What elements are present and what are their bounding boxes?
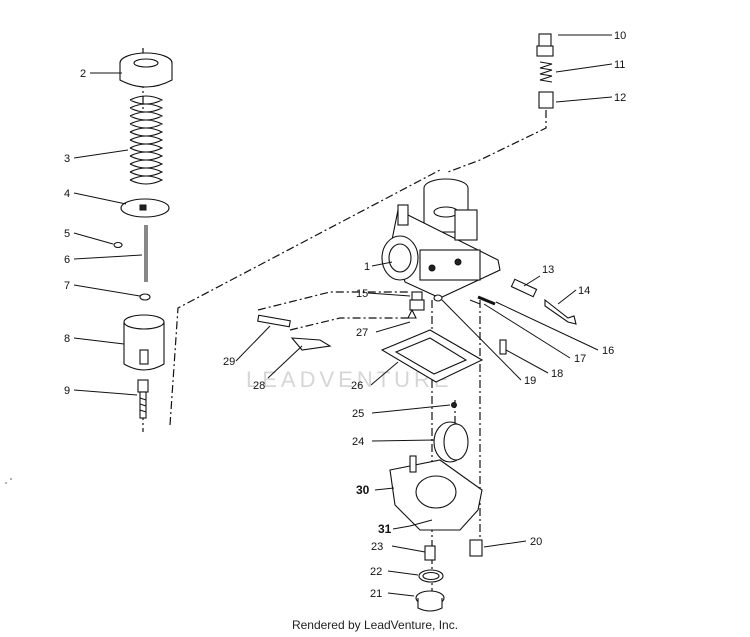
callout-6: 6 [64,254,70,266]
part-30-float-bowl [389,455,483,531]
callout-22: 22 [370,566,382,578]
part-26-gasket [380,329,484,383]
footer-credit: Rendered by LeadVenture, Inc. [291,618,459,632]
callout-29: 29 [223,356,235,368]
callout-15: 15 [356,288,368,300]
part-24-float [433,421,469,463]
part-12-plug [538,91,554,109]
part-13-screw [510,278,538,298]
callout-23: 23 [371,541,383,553]
part-7-washer [139,293,151,301]
callout-11: 11 [614,59,625,71]
part-31-seal [409,519,433,527]
callout-18: 18 [551,368,563,380]
callout-25: 25 [352,408,364,420]
part-20-screw [469,539,483,557]
watermark-text: LEADVENTURE [246,367,453,392]
part-28-float-pin [290,337,332,351]
callout-24: 24 [352,436,364,448]
part-21-drain-plug [415,590,445,612]
watermark: LEADVENTURE [246,367,453,392]
callout-5: 5 [64,228,70,240]
leader-lines [73,34,613,597]
callout-26: 26 [351,380,363,392]
callout-27: 27 [356,327,368,339]
callout-2: 2 [80,68,86,80]
part-14-needle [544,298,577,325]
callout-12: 12 [614,92,626,104]
part-17-pin [469,299,481,305]
part-1-carburetor-body [381,178,501,299]
callout-19: 19 [524,375,536,387]
callout-30: 30 [356,483,370,497]
part-27-jet [407,308,417,319]
callout-16: 16 [602,345,614,357]
part-25-screw [451,402,457,408]
part-23-jet [424,545,436,561]
callout-3: 3 [64,153,70,165]
callout-4: 4 [64,188,70,200]
callout-8: 8 [64,333,70,345]
part-9-screw [137,379,149,419]
part-2-cap [119,52,173,88]
callout-1: 1 [364,261,370,273]
callout-21: 21 [370,588,382,600]
part-6-needle [144,225,148,282]
callout-labels: 2 3 4 5 6 7 8 9 10 11 12 1 15 13 14 16 1… [64,30,626,600]
callout-9: 9 [64,385,70,397]
part-10-fitting [536,33,554,57]
callout-31: 31 [378,522,392,536]
part-16-screw [477,295,496,306]
part-22-o-ring [418,569,444,583]
part-18-screw [499,339,507,355]
part-29-pin [257,314,291,328]
callout-17: 17 [574,353,586,365]
part-4-plate [120,198,170,218]
assembly-lines [142,48,547,600]
callout-7: 7 [64,280,70,292]
stray-marks [5,478,12,484]
callout-13: 13 [542,264,554,276]
part-11-spring [539,61,553,83]
part-15-jet [409,291,425,311]
callout-28: 28 [253,380,265,392]
part-5-clip [113,241,123,249]
callout-20: 20 [530,536,542,548]
part-3-spring [129,95,164,185]
callout-14: 14 [578,285,590,297]
part-8-slide [123,314,165,371]
callout-10: 10 [614,30,626,42]
part-19-washer [433,294,443,302]
